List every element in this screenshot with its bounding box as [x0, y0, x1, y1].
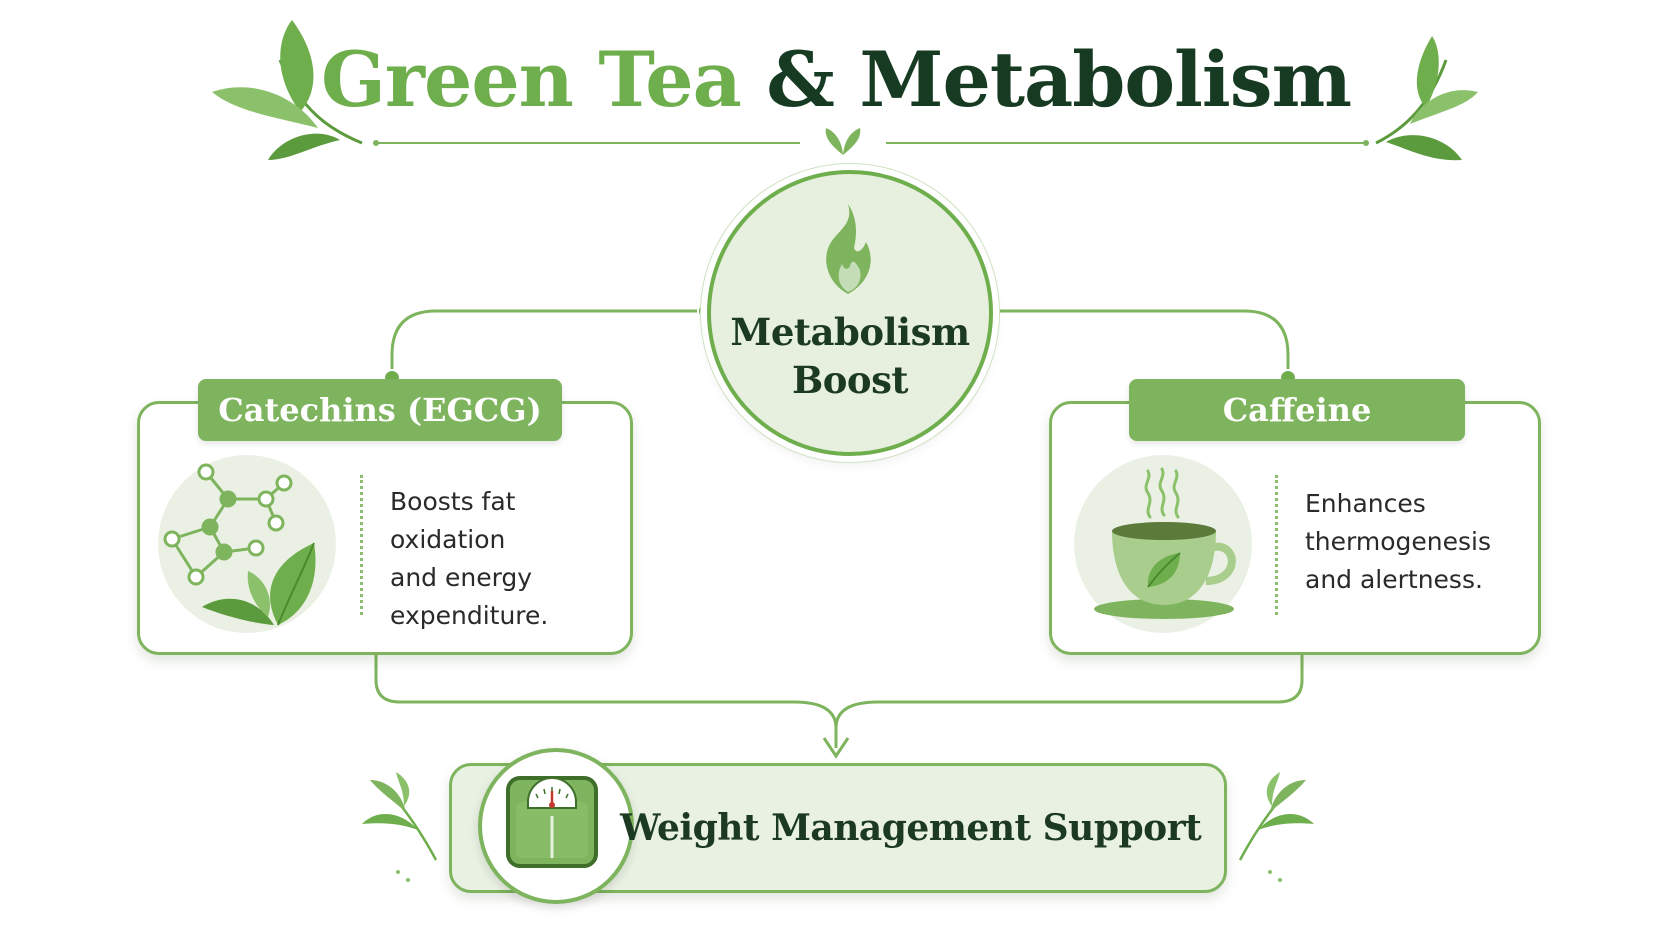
molecule-leaf-icon — [163, 463, 316, 626]
connector-cards-to-outcome — [374, 652, 1304, 759]
catechins-description: Boosts fat oxidation and energy expendit… — [390, 487, 549, 630]
weight-management-label: Weight Management Support — [620, 807, 1202, 849]
caffeine-divider — [1275, 475, 1278, 615]
center-line-1: Metabolism — [730, 310, 970, 354]
catechins-card-title: Catechins (EGCG) — [198, 379, 562, 441]
center-line-2: Boost — [791, 358, 909, 402]
right-leaf-sprig-icon — [1375, 36, 1478, 161]
title-divider — [373, 128, 1369, 155]
page-title: Green Tea & Metabolism — [0, 30, 1672, 130]
title-part-2: & Metabolism — [766, 35, 1352, 124]
metabolism-boost-label: Metabolism Boost — [707, 308, 993, 404]
left-leaf-sprig-icon — [212, 20, 363, 160]
catechins-divider — [360, 475, 363, 615]
caffeine-card-title: Caffeine — [1129, 379, 1465, 441]
bottom-left-sprig-icon — [362, 772, 438, 882]
title-part-1: Green Tea — [321, 35, 742, 124]
tea-cup-icon — [1094, 467, 1236, 619]
caffeine-description: Enhances thermogenesis and alertness. — [1305, 489, 1491, 594]
connector-center-to-left-card — [383, 280, 715, 387]
flame-icon — [826, 204, 871, 294]
weighing-scale-icon — [506, 776, 598, 868]
connector-center-to-right-card — [981, 280, 1297, 387]
bottom-right-sprig-icon — [1238, 772, 1314, 882]
